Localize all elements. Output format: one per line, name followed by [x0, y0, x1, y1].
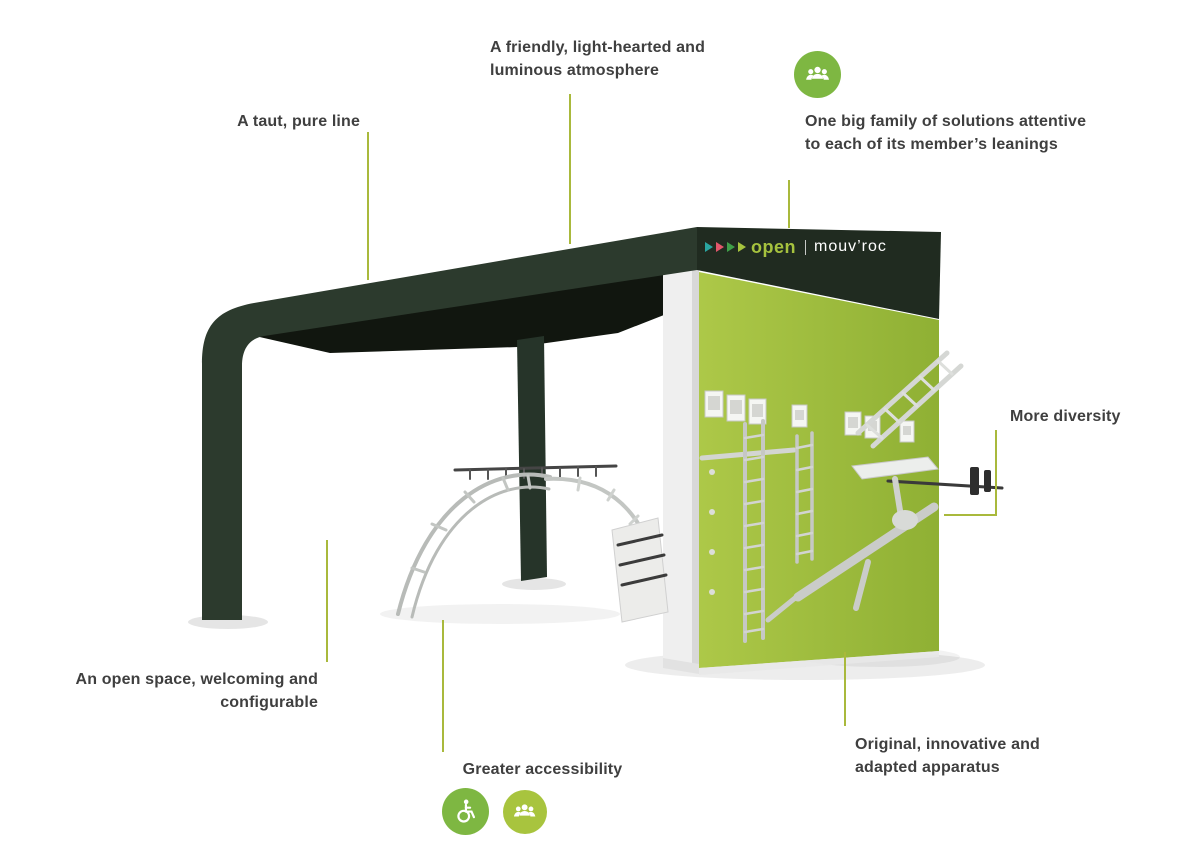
wheelchair-icon	[442, 788, 489, 835]
label-family: One big family of solutions attentive to…	[805, 113, 1087, 154]
people-group-glyph	[514, 804, 536, 817]
label-atmosphere: A friendly, light-hearted and luminous a…	[490, 39, 706, 80]
brand-name: open	[751, 236, 796, 257]
label-apparatus: Original, innovative and adapted apparat…	[855, 736, 1040, 777]
people-group-glyph	[806, 66, 829, 80]
brand-suffix: mouv’roc	[814, 238, 887, 255]
brand-logo: open mouv’roc	[705, 234, 887, 260]
label-diversity: More diversity	[1010, 408, 1121, 425]
callout-line-family	[788, 180, 790, 228]
canopy-roof	[202, 227, 941, 620]
middle-leg	[517, 336, 547, 581]
arrow-icon	[716, 242, 724, 252]
arrow-icon	[738, 242, 746, 252]
activity-signs	[704, 390, 915, 443]
equipment-arch	[396, 464, 669, 623]
label-accessibility: Greater accessibility	[462, 761, 623, 778]
equipment-wall	[699, 272, 939, 675]
wall-frame-post	[663, 263, 699, 674]
label-open-space: An open space, welcoming and configurabl…	[75, 671, 318, 712]
callout-line-atmosphere	[569, 94, 571, 244]
callout-line-diversity-v	[995, 430, 997, 516]
canopy-ceiling	[246, 268, 697, 353]
logo-divider	[805, 239, 806, 255]
arrow-icon	[705, 242, 713, 252]
callout-line-apparatus	[844, 652, 846, 726]
arrow-icon	[727, 242, 735, 252]
wall-apparatus	[699, 350, 1004, 643]
wheelchair-glyph	[457, 799, 475, 823]
people-group-icon	[794, 51, 841, 98]
callout-line-taut	[367, 132, 369, 280]
people-group-icon	[503, 790, 547, 834]
label-taut-line: A taut, pure line	[237, 113, 360, 130]
callout-line-diversity-h	[944, 514, 997, 516]
callout-line-open-space	[326, 540, 328, 662]
callout-line-accessibility	[442, 620, 444, 752]
